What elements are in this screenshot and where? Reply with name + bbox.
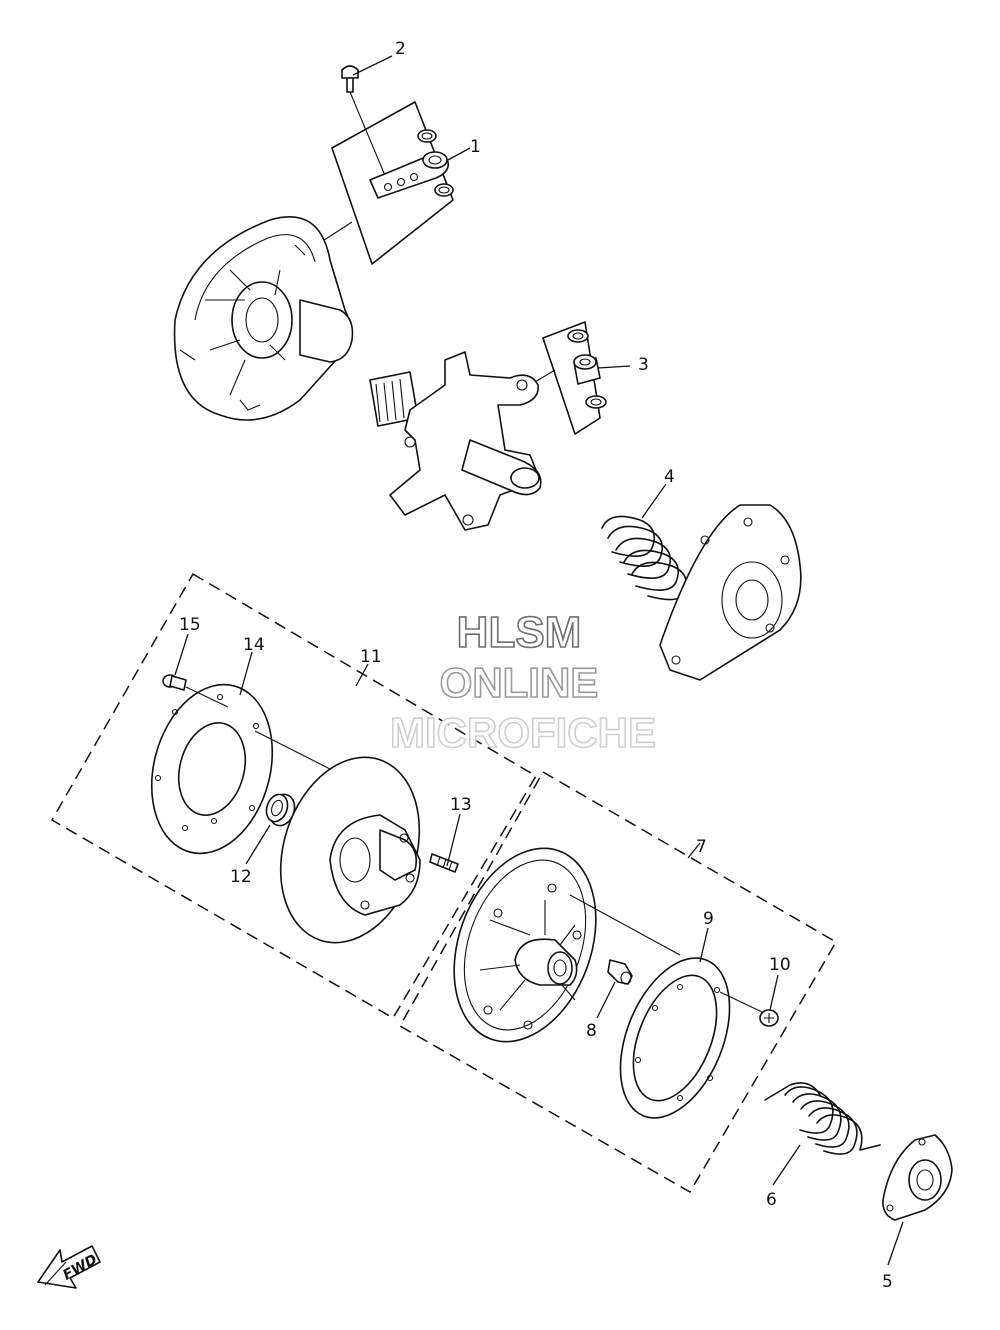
watermark-line-1: HLSM [457, 608, 582, 657]
callout-8: 8 [586, 1021, 597, 1041]
part-4-spring[interactable] [601, 515, 688, 601]
callout-14: 14 [243, 635, 265, 655]
callout-2: 2 [395, 39, 406, 59]
fwd-arrow-icon [37, 1245, 101, 1289]
part-12-bushing[interactable] [263, 791, 299, 829]
primary-sheave [453, 847, 597, 1043]
assembly-11-boundary [50, 572, 538, 1020]
part-2-pin[interactable] [341, 65, 359, 93]
part-13-stud[interactable] [429, 853, 459, 873]
callout-7: 7 [696, 837, 707, 857]
callout-13: 13 [450, 795, 472, 815]
watermark-line-2: ONLINE [440, 659, 599, 706]
spider-shaft [369, 351, 542, 531]
callout-3: 3 [638, 355, 649, 375]
part-9-plate[interactable] [599, 942, 751, 1134]
part-6-spring[interactable] [764, 1082, 881, 1155]
part-5-seat[interactable] [882, 1134, 953, 1221]
watermark-line-3: MICROFICHE [390, 709, 656, 756]
assembly-7-boundary [398, 770, 838, 1194]
part-1-arm[interactable] [369, 129, 454, 199]
callout-1: 1 [470, 137, 481, 157]
part-8-plug[interactable] [607, 959, 633, 985]
callout-11: 11 [360, 647, 382, 667]
cover-plate [659, 504, 802, 681]
part-14-plate[interactable] [134, 671, 291, 867]
callout-15: 15 [179, 615, 201, 635]
part-10-screw[interactable] [759, 1009, 779, 1027]
part-15-bolt[interactable] [162, 674, 187, 691]
callout-10: 10 [769, 955, 791, 975]
fixed-sheave [279, 756, 421, 944]
callout-6: 6 [766, 1190, 777, 1210]
leader-lines [174, 55, 904, 1266]
callout-9: 9 [703, 909, 714, 929]
callout-4: 4 [664, 467, 675, 487]
callout-5: 5 [882, 1272, 893, 1292]
callout-12: 12 [230, 867, 252, 887]
part-3-roller[interactable] [567, 329, 607, 409]
movable-sheave [173, 216, 354, 421]
